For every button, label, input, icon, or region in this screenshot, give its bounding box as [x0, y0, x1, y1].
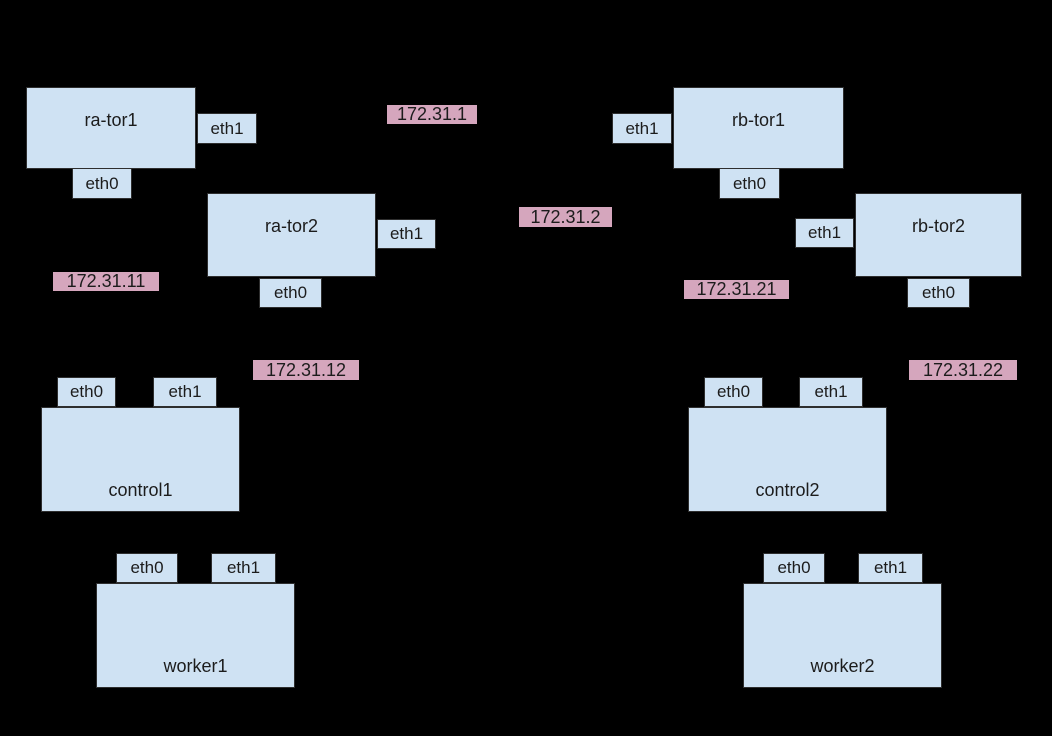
- control2-eth0-port: eth0: [704, 377, 763, 407]
- ip-label-172-31-2: 172.31.2: [519, 207, 612, 227]
- control1-eth0-port: eth0: [57, 377, 116, 407]
- worker1-eth0-port: eth0: [116, 553, 178, 583]
- worker2-eth0-port: eth0: [763, 553, 825, 583]
- ip-label-172-31-1: 172.31.1: [387, 104, 477, 124]
- ra-tor1-eth0-port: eth0: [72, 168, 132, 199]
- node-label-rb-tor1: rb-tor1: [731, 110, 785, 130]
- worker1-eth1-port: eth1: [211, 553, 276, 583]
- node-worker2: worker2: [743, 583, 942, 688]
- ip-label-172-31-22: 172.31.22: [909, 360, 1017, 380]
- node-label-control2: control2: [755, 480, 820, 500]
- node-label-ra-tor1: ra-tor1: [84, 110, 138, 130]
- ra-tor2-eth0-port: eth0: [259, 278, 322, 308]
- ip-label-172-31-12: 172.31.12: [253, 360, 359, 380]
- node-rb-tor2: rb-tor2: [855, 193, 1022, 277]
- worker2-eth1-port: eth1: [858, 553, 923, 583]
- control2-eth1-port: eth1: [799, 377, 863, 407]
- ra-tor2-eth1-port: eth1: [377, 219, 436, 249]
- node-ra-tor2: ra-tor2: [207, 193, 376, 277]
- node-label-rb-tor2: rb-tor2: [911, 216, 965, 236]
- ra-tor1-eth1-port: eth1: [197, 113, 257, 144]
- node-ra-tor1: ra-tor1: [26, 87, 196, 169]
- node-control2: control2: [688, 407, 887, 512]
- ip-label-172-31-11: 172.31.11: [53, 271, 159, 291]
- node-label-ra-tor2: ra-tor2: [264, 216, 318, 236]
- node-label-worker2: worker2: [810, 656, 875, 676]
- node-label-worker1: worker1: [163, 656, 228, 676]
- control1-eth1-port: eth1: [153, 377, 217, 407]
- ip-label-172-31-21: 172.31.21: [684, 279, 789, 299]
- rb-tor1-eth0-port: eth0: [719, 168, 780, 199]
- rb-tor2-eth0-port: eth0: [907, 278, 970, 308]
- rb-tor2-eth1-port: eth1: [795, 218, 854, 248]
- node-control1: control1: [41, 407, 240, 512]
- node-rb-tor1: rb-tor1: [673, 87, 844, 169]
- rb-tor1-eth1-port: eth1: [612, 113, 672, 144]
- node-label-control1: control1: [108, 480, 173, 500]
- node-worker1: worker1: [96, 583, 295, 688]
